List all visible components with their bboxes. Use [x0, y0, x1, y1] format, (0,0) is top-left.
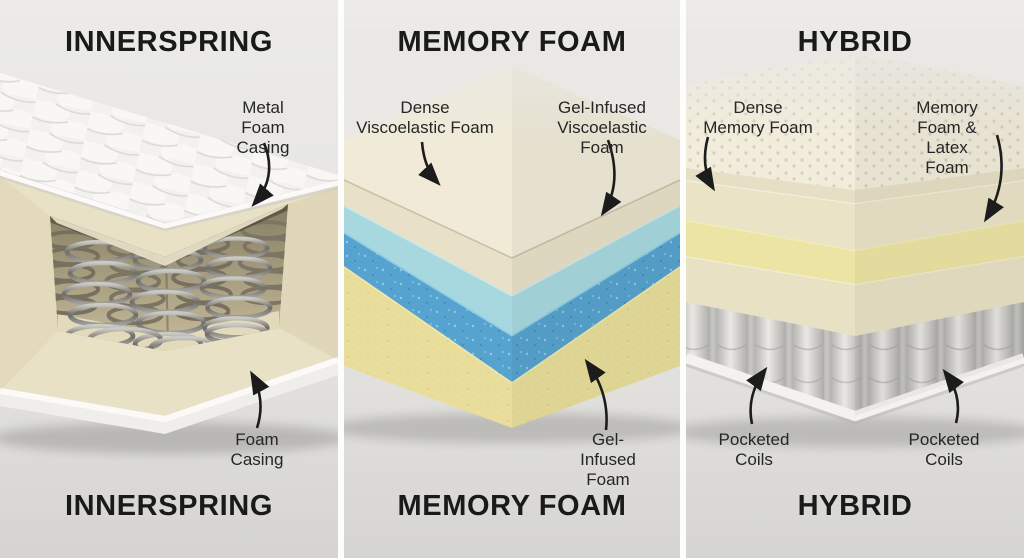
panel-title-top: HYBRID	[797, 26, 913, 58]
panel-title-bottom: MEMORY FOAM	[397, 490, 627, 522]
panel-title-bottom: INNERSPRING	[64, 490, 273, 522]
panel-hybrid: HYBRID Dense Memory Foam Memory Foam & L…	[686, 0, 1024, 558]
base-board-shadow	[686, 363, 1024, 425]
innerspring-illustration	[0, 0, 338, 558]
depth-fade	[344, 30, 680, 145]
label-gel-infused-viscoelastic-foam: Gel-Infused Viscoelastic Foam	[557, 98, 647, 157]
latex-top-edge	[686, 168, 1024, 203]
label-pocketed-coils-left: Pocketed Coils	[718, 430, 790, 469]
base-board-rim	[686, 353, 1024, 421]
hybrid-illustration	[686, 0, 1024, 558]
mattress-shadow	[686, 417, 1024, 447]
label-dense-memory-foam: Dense Memory Foam	[703, 98, 813, 137]
coil-cavity	[50, 204, 288, 351]
label-pocketed-coils-right: Pocketed Coils	[908, 430, 980, 469]
mattress-shadow	[0, 422, 338, 454]
transition-foam-layer	[686, 256, 1024, 336]
panel-innerspring: INNERSPRING Metal Foam Casing Foam Casin…	[0, 0, 338, 558]
label-foam-casing: Foam Casing	[230, 430, 284, 469]
panel-title-top: INNERSPRING	[64, 26, 273, 58]
dense-foam-edge	[344, 180, 680, 295]
panel-title-bottom: HYBRID	[797, 490, 913, 522]
label-memory-foam-latex-foam: Memory Foam & Latex Foam	[916, 98, 978, 177]
memory-foam-layer	[686, 180, 1024, 250]
mattress-base-edge	[0, 362, 338, 434]
label-dense-viscoelastic-foam: Dense Viscoelastic Foam	[356, 98, 494, 137]
panel-divider	[680, 0, 686, 558]
bottom-piping	[0, 357, 338, 422]
label-gel-infused-foam: Gel-Infused Foam	[580, 430, 636, 489]
label-metal-foam-casing: Metal Foam Casing	[236, 98, 290, 157]
panel-title-top: MEMORY FOAM	[397, 26, 627, 58]
viscoelastic-comfort-layer	[344, 205, 680, 335]
panel-memory-foam: MEMORY FOAM Dense Viscoelastic Foam Gel-…	[344, 0, 680, 558]
panel-divider	[338, 0, 344, 558]
depth-fade	[686, 30, 1024, 135]
